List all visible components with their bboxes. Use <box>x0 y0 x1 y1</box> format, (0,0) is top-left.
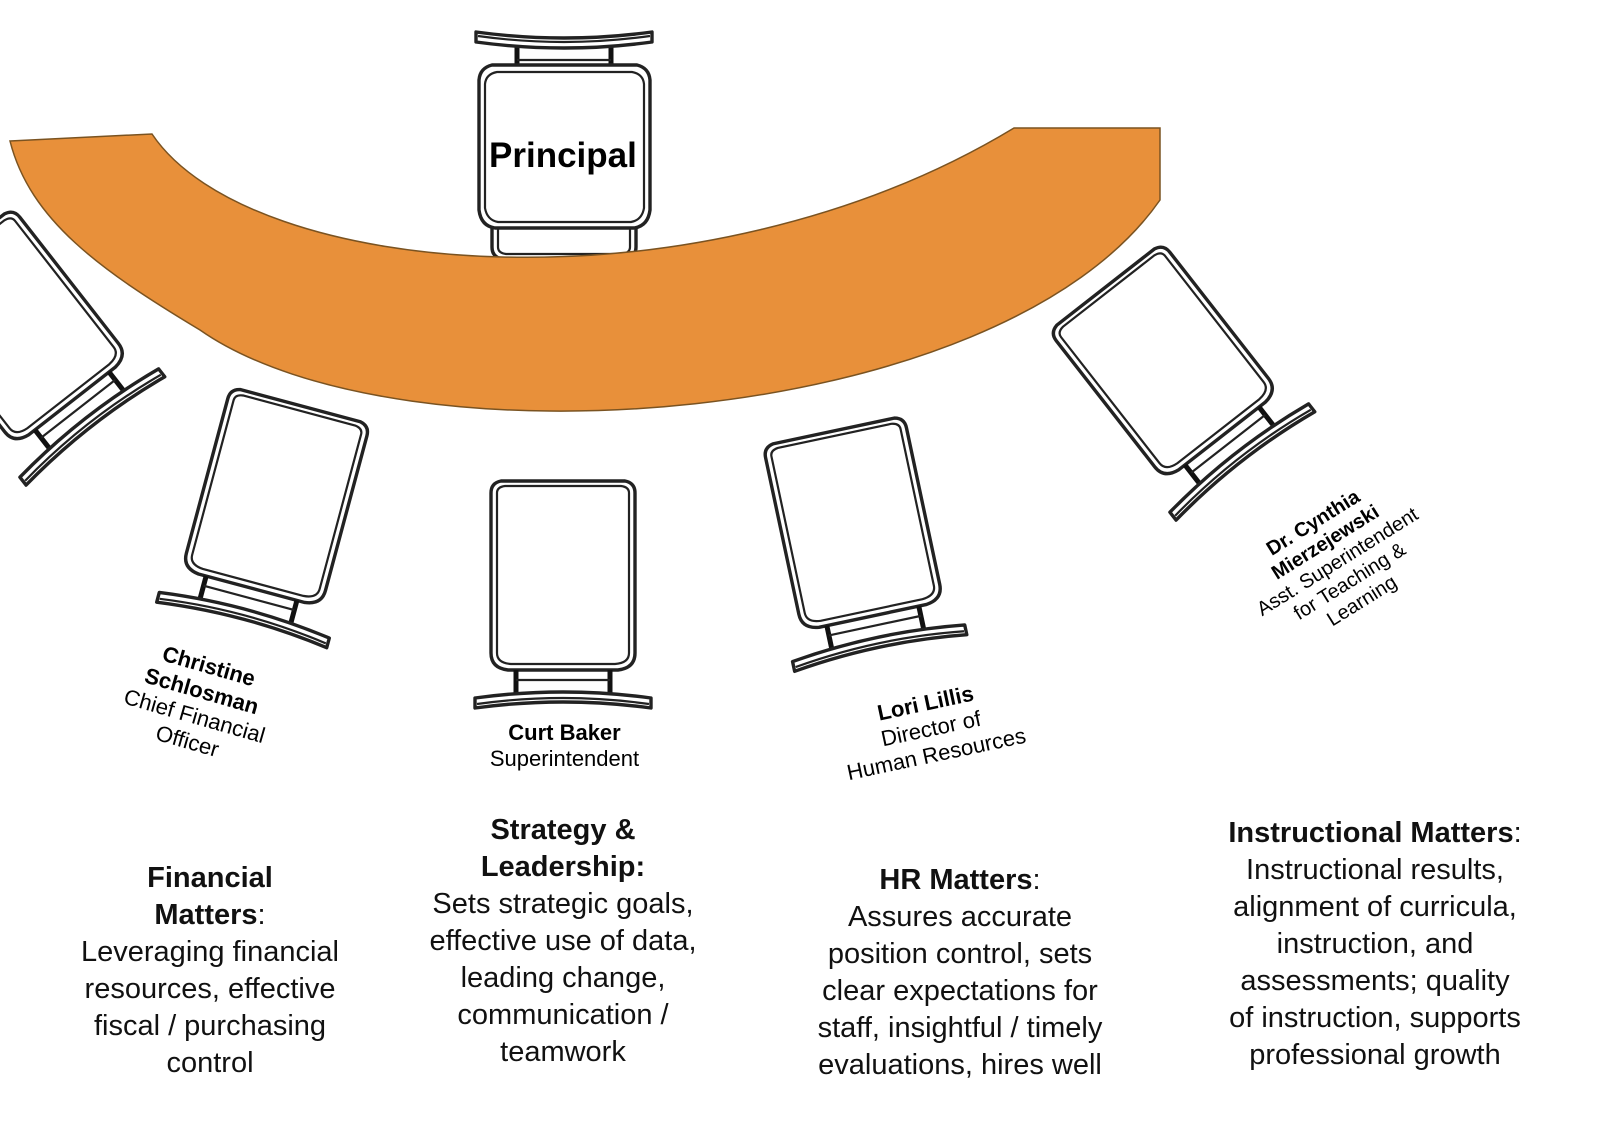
financial-heading-2: Matters <box>154 899 258 931</box>
instructional-line: Instructional results, <box>1246 854 1504 886</box>
lillis-chair <box>747 413 966 672</box>
hr-heading: HR Matters <box>879 864 1033 896</box>
strategy-line: communication / <box>457 999 669 1031</box>
instructional-line: assessments; quality <box>1240 965 1510 997</box>
financial-heading-colon: : <box>257 899 266 931</box>
financial-line: fiscal / purchasing <box>93 1010 327 1042</box>
baker-name: Curt Baker <box>508 720 621 745</box>
financial-matters-column: Financial Matters: Leveraging financial … <box>50 860 370 1082</box>
strategy-line: Sets strategic goals, <box>432 888 694 920</box>
baker-label: Curt Baker Superintendent <box>467 720 662 772</box>
strategy-leadership-column: Strategy & Leadership: Sets strategic go… <box>393 812 733 1071</box>
baker-title: Superintendent <box>489 746 640 771</box>
hr-matters-column: HR Matters: Assures accurate position co… <box>775 862 1145 1084</box>
hr-line: staff, insightful / timely <box>817 1012 1103 1044</box>
strategy-heading-2: Leadership: <box>480 851 646 883</box>
strategy-line: leading change, <box>460 962 666 994</box>
financial-line: Leveraging financial <box>81 936 339 968</box>
baker-chair <box>475 481 651 708</box>
hr-line: clear expectations for <box>822 975 1098 1007</box>
strategy-line: effective use of data, <box>429 925 697 957</box>
strategy-line: teamwork <box>500 1036 626 1068</box>
instructional-heading: Instructional Matters <box>1228 817 1514 849</box>
financial-line: control <box>166 1047 254 1079</box>
instructional-heading-colon: : <box>1513 817 1522 849</box>
financial-heading-1: Financial <box>147 862 273 894</box>
conference-table <box>9 127 1161 412</box>
hr-line: evaluations, hires well <box>818 1049 1102 1081</box>
instructional-line: professional growth <box>1249 1039 1501 1071</box>
hr-line: Assures accurate <box>847 901 1073 933</box>
instructional-line: alignment of curricula, <box>1233 891 1517 923</box>
instructional-matters-column: Instructional Matters: Instructional res… <box>1190 815 1560 1074</box>
principal-chair-seat <box>477 63 652 230</box>
principal-label: Principal <box>489 136 637 175</box>
schlosman-chair <box>157 383 386 648</box>
hr-heading-colon: : <box>1032 864 1041 896</box>
hr-line: position control, sets <box>827 938 1093 970</box>
strategy-heading-1: Strategy & <box>490 814 636 846</box>
financial-line: resources, effective <box>84 973 336 1005</box>
instructional-line: instruction, and <box>1276 928 1474 960</box>
instructional-line: of instruction, supports <box>1229 1002 1521 1034</box>
